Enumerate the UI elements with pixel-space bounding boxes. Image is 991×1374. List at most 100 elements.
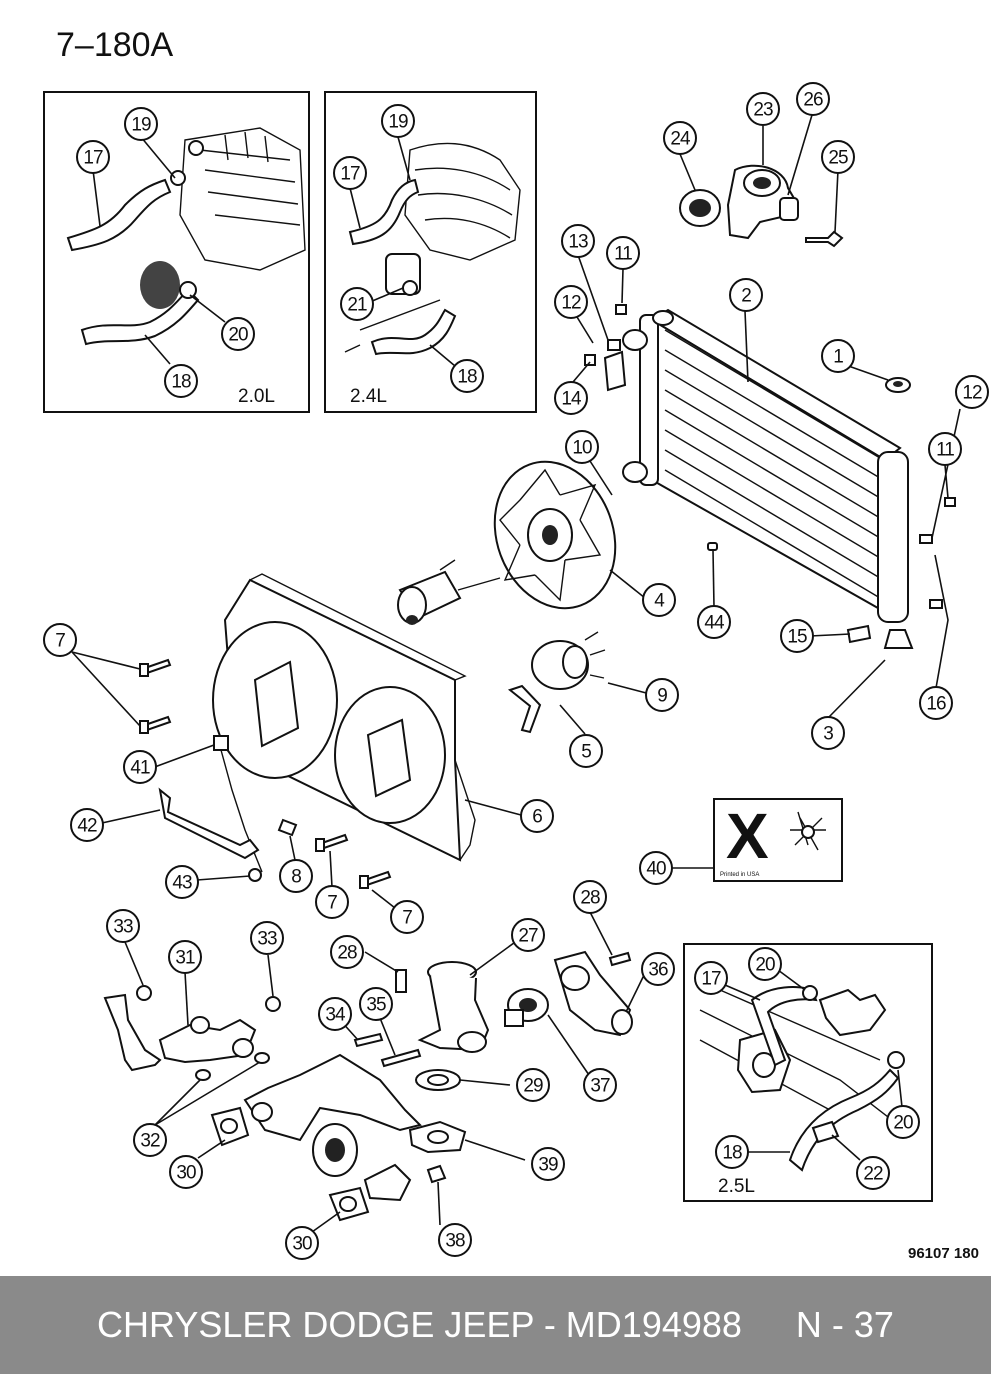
callout-14: 14 — [554, 381, 588, 415]
callout-26: 26 — [796, 82, 830, 116]
callout-number: 18 — [171, 372, 191, 393]
callout-number: 38 — [445, 1231, 465, 1252]
callout-number: 43 — [172, 873, 192, 894]
callout-number: 24 — [670, 129, 691, 150]
fan — [493, 460, 617, 610]
footer-title: CHRYSLER DODGE JEEP - MD194988 — [97, 1304, 742, 1345]
callout-9: 9 — [645, 678, 679, 712]
callout-number: 17 — [701, 969, 721, 990]
callout-17: 17 — [333, 156, 367, 190]
callout-number: 30 — [292, 1234, 312, 1255]
callout-number: 34 — [325, 1005, 346, 1026]
footer-bar: CHRYSLER DODGE JEEP - MD194988 N - 37 — [0, 1276, 991, 1374]
callout-38: 38 — [438, 1223, 472, 1257]
callout-number: 10 — [572, 438, 592, 459]
callout-number: 9 — [657, 686, 667, 707]
inset-2-0l: 2.0L — [43, 91, 310, 413]
callout-20: 20 — [748, 947, 782, 981]
callout-number: 42 — [77, 816, 97, 837]
callout-12: 12 — [554, 285, 588, 319]
fan-motor-right — [507, 631, 606, 734]
callout-3: 3 — [811, 716, 845, 750]
callout-number: 33 — [257, 929, 277, 950]
callout-7: 7 — [315, 885, 349, 919]
inset-label-2-0l: 2.0L — [238, 386, 275, 407]
callout-number: 5 — [581, 742, 591, 763]
callout-number: 20 — [228, 325, 248, 346]
inset-label-2-5l: 2.5L — [718, 1176, 755, 1197]
callout-4: 4 — [642, 583, 676, 617]
callout-number: 22 — [863, 1164, 883, 1185]
svg-text:2.4L: 2.4L — [350, 386, 387, 407]
callout-number: 23 — [753, 100, 773, 121]
callout-number: 29 — [523, 1076, 543, 1097]
callout-number: 19 — [131, 115, 151, 136]
callout-39: 39 — [531, 1147, 565, 1181]
callout-24: 24 — [663, 121, 697, 155]
inset-label-2-4l: 2.4L — [350, 386, 387, 407]
callout-number: 3 — [823, 724, 833, 745]
callout-33: 33 — [250, 921, 284, 955]
callout-number: 30 — [176, 1163, 196, 1184]
callout-23: 23 — [746, 92, 780, 126]
callout-36: 36 — [641, 952, 675, 986]
callout-30: 30 — [285, 1226, 319, 1260]
inset-2-4l: 2.4L — [324, 91, 537, 413]
callout-number: 12 — [962, 383, 982, 404]
callout-30: 30 — [169, 1155, 203, 1189]
callout-25: 25 — [821, 140, 855, 174]
callout-number: 39 — [538, 1155, 558, 1176]
callout-29: 29 — [516, 1068, 550, 1102]
fan-motor-left — [397, 559, 501, 625]
callout-44: 44 — [697, 605, 731, 639]
wiring-harness — [158, 735, 298, 882]
label-40-caption: Printed in USA — [720, 872, 759, 878]
callout-number: 7 — [402, 908, 412, 929]
callout-number: 33 — [113, 917, 133, 938]
callout-1: 1 — [821, 339, 855, 373]
callout-number: 19 — [388, 112, 408, 133]
callout-13: 13 — [561, 224, 595, 258]
callout-17: 17 — [76, 140, 110, 174]
parts-diagram: 7–180A 2.0L 2.4L — [43, 26, 989, 1262]
callout-8: 8 — [279, 859, 313, 893]
callout-number: 2 — [741, 286, 751, 307]
callout-16: 16 — [919, 686, 953, 720]
callout-7: 7 — [43, 623, 77, 657]
callout-number: 6 — [532, 807, 542, 828]
leader-lines — [71, 114, 961, 1233]
callout-17: 17 — [694, 961, 728, 995]
callout-28: 28 — [573, 880, 607, 914]
callout-19: 19 — [381, 104, 415, 138]
diagram-code: 7–180A — [56, 26, 174, 64]
thermostat-housing-top — [679, 164, 844, 248]
callout-18: 18 — [450, 359, 484, 393]
callout-6: 6 — [520, 799, 554, 833]
callout-number: 32 — [140, 1131, 160, 1152]
svg-text:2.0L: 2.0L — [238, 386, 275, 407]
callout-number: 20 — [893, 1113, 913, 1134]
callout-40: 40 — [639, 851, 673, 885]
svg-text:X: X — [726, 800, 769, 872]
callout-number: 8 — [291, 867, 301, 888]
callout-number: 26 — [803, 90, 823, 111]
footer-page: N - 37 — [795, 1304, 894, 1345]
callout-number: 36 — [648, 960, 668, 981]
callout-number: 18 — [457, 367, 477, 388]
callout-20: 20 — [886, 1105, 920, 1139]
callout-18: 18 — [715, 1135, 749, 1169]
callout-5: 5 — [569, 734, 603, 768]
callout-number: 44 — [704, 613, 725, 634]
callout-10: 10 — [565, 430, 599, 464]
callout-number: 27 — [518, 926, 538, 947]
callout-19: 19 — [124, 107, 158, 141]
callout-15: 15 — [780, 619, 814, 653]
callout-11: 11 — [928, 432, 962, 466]
callout-number: 28 — [337, 943, 357, 964]
callout-22: 22 — [856, 1156, 890, 1190]
warning-label-40: X Printed in USA — [713, 798, 843, 882]
callout-43: 43 — [165, 865, 199, 899]
radiator — [584, 304, 956, 649]
callout-21: 21 — [340, 287, 374, 321]
callout-11: 11 — [606, 236, 640, 270]
